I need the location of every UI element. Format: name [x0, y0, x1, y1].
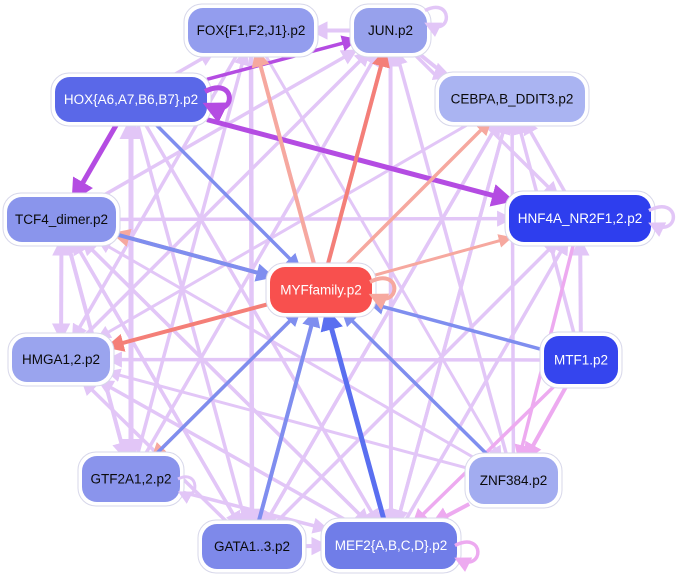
edge-mef2-to-tcf4	[81, 239, 369, 524]
node-gtf2a[interactable]: GTF2A1,2.p2	[77, 451, 185, 507]
node-myf[interactable]: MYFfamily.p2	[265, 262, 377, 318]
node-znf384[interactable]: ZNF384.p2	[464, 452, 563, 509]
self-loop-myf	[368, 276, 397, 311]
edge-hox-to-mef2	[142, 121, 380, 526]
edge-myf-to-hmga	[105, 301, 271, 352]
node-body[interactable]	[469, 457, 558, 504]
edge-hox-to-tcf4	[71, 120, 121, 203]
edge-gtf2a-to-jun	[142, 49, 380, 457]
node-cebpa[interactable]: CEBPA,B_DDIT3.p2	[434, 71, 590, 127]
node-hnf4a[interactable]: HNF4A_NR2F1,2.p2	[504, 190, 656, 247]
node-body[interactable]	[82, 456, 180, 502]
node-hox[interactable]: HOX{A6,A7,B6,B7}.p2	[50, 72, 212, 127]
node-body[interactable]	[188, 8, 314, 53]
self-loop-hox	[202, 85, 232, 124]
node-mef2[interactable]: MEF2{A,B,C,D}.p2	[320, 517, 462, 574]
edge-gata-to-cebpa	[263, 118, 501, 525]
edge-mef2-to-myf	[320, 307, 387, 523]
node-mtf1[interactable]: MTF1.p2	[539, 331, 623, 389]
edge-myf-to-cebpa	[342, 119, 492, 269]
edge-gata-to-tcf4	[72, 238, 241, 525]
edge-mtf1-to-hnf4a	[571, 237, 590, 337]
node-body[interactable]	[202, 524, 302, 569]
edge-tcf4-to-myf	[115, 232, 275, 282]
edge-mtf1-to-myf	[367, 299, 545, 352]
edge-myf-to-jun	[325, 48, 390, 268]
self-loop-layer	[177, 5, 676, 572]
edge-hox-to-jun	[206, 35, 359, 81]
edge-hnf4a-to-cebpa	[523, 118, 569, 196]
edge-znf384-to-hmga	[106, 368, 470, 471]
node-body[interactable]	[7, 197, 116, 242]
edge-znf384-to-tcf4	[97, 240, 474, 459]
node-body[interactable]	[439, 76, 585, 122]
self-loop-hnf4a	[648, 205, 676, 237]
node-fox[interactable]: FOX{F1,F2,J1}.p2	[183, 3, 319, 58]
self-loop-gtf2a	[177, 475, 197, 504]
edge-myf-to-fox	[251, 48, 317, 268]
node-body[interactable]	[354, 8, 427, 53]
node-hmga[interactable]: HMGA1,2.p2	[7, 332, 115, 387]
edge-znf384-to-cebpa	[504, 117, 521, 458]
edge-myf-to-hnf4a	[371, 234, 513, 278]
node-body[interactable]	[270, 267, 372, 313]
node-jun[interactable]: JUN.p2	[349, 3, 432, 58]
edge-gtf2a-to-myf	[152, 310, 301, 458]
edge-znf384-to-myf	[341, 310, 491, 459]
edge-cebpa-to-hmga	[96, 120, 473, 339]
edge-hox-to-myf	[152, 120, 302, 270]
node-body[interactable]	[325, 522, 457, 569]
edge-mef2-to-hmga	[97, 379, 351, 524]
node-body[interactable]	[509, 195, 651, 242]
edge-hox-to-hnf4a	[206, 117, 515, 207]
self-loop-mef2	[454, 540, 480, 572]
node-body[interactable]	[544, 336, 618, 384]
node-gata[interactable]: GATA1..3.p2	[197, 519, 307, 574]
edge-fox-to-znf384	[262, 52, 502, 461]
edge-mtf1-to-znf384	[524, 383, 570, 462]
node-tcf4[interactable]: TCF4_dimer.p2	[2, 192, 121, 247]
edge-tcf4-to-hnf4a	[115, 210, 514, 227]
node-body[interactable]	[55, 77, 207, 122]
edge-fox-to-gata	[241, 52, 263, 530]
self-loop-jun	[424, 5, 449, 37]
edge-gata-to-myf	[256, 308, 321, 525]
node-body[interactable]	[12, 337, 110, 382]
